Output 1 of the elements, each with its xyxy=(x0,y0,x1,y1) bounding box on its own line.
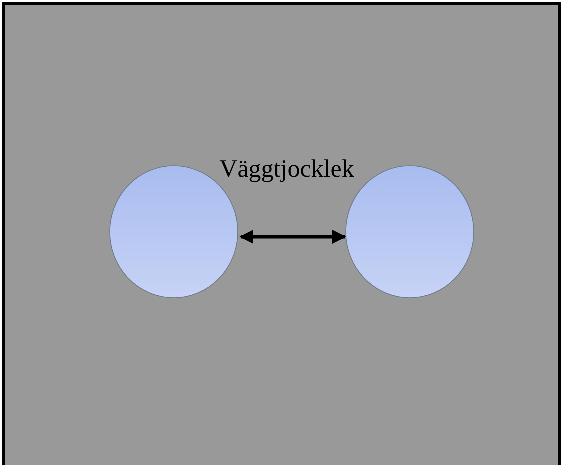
dimension-label: Väggtjocklek xyxy=(220,156,354,184)
